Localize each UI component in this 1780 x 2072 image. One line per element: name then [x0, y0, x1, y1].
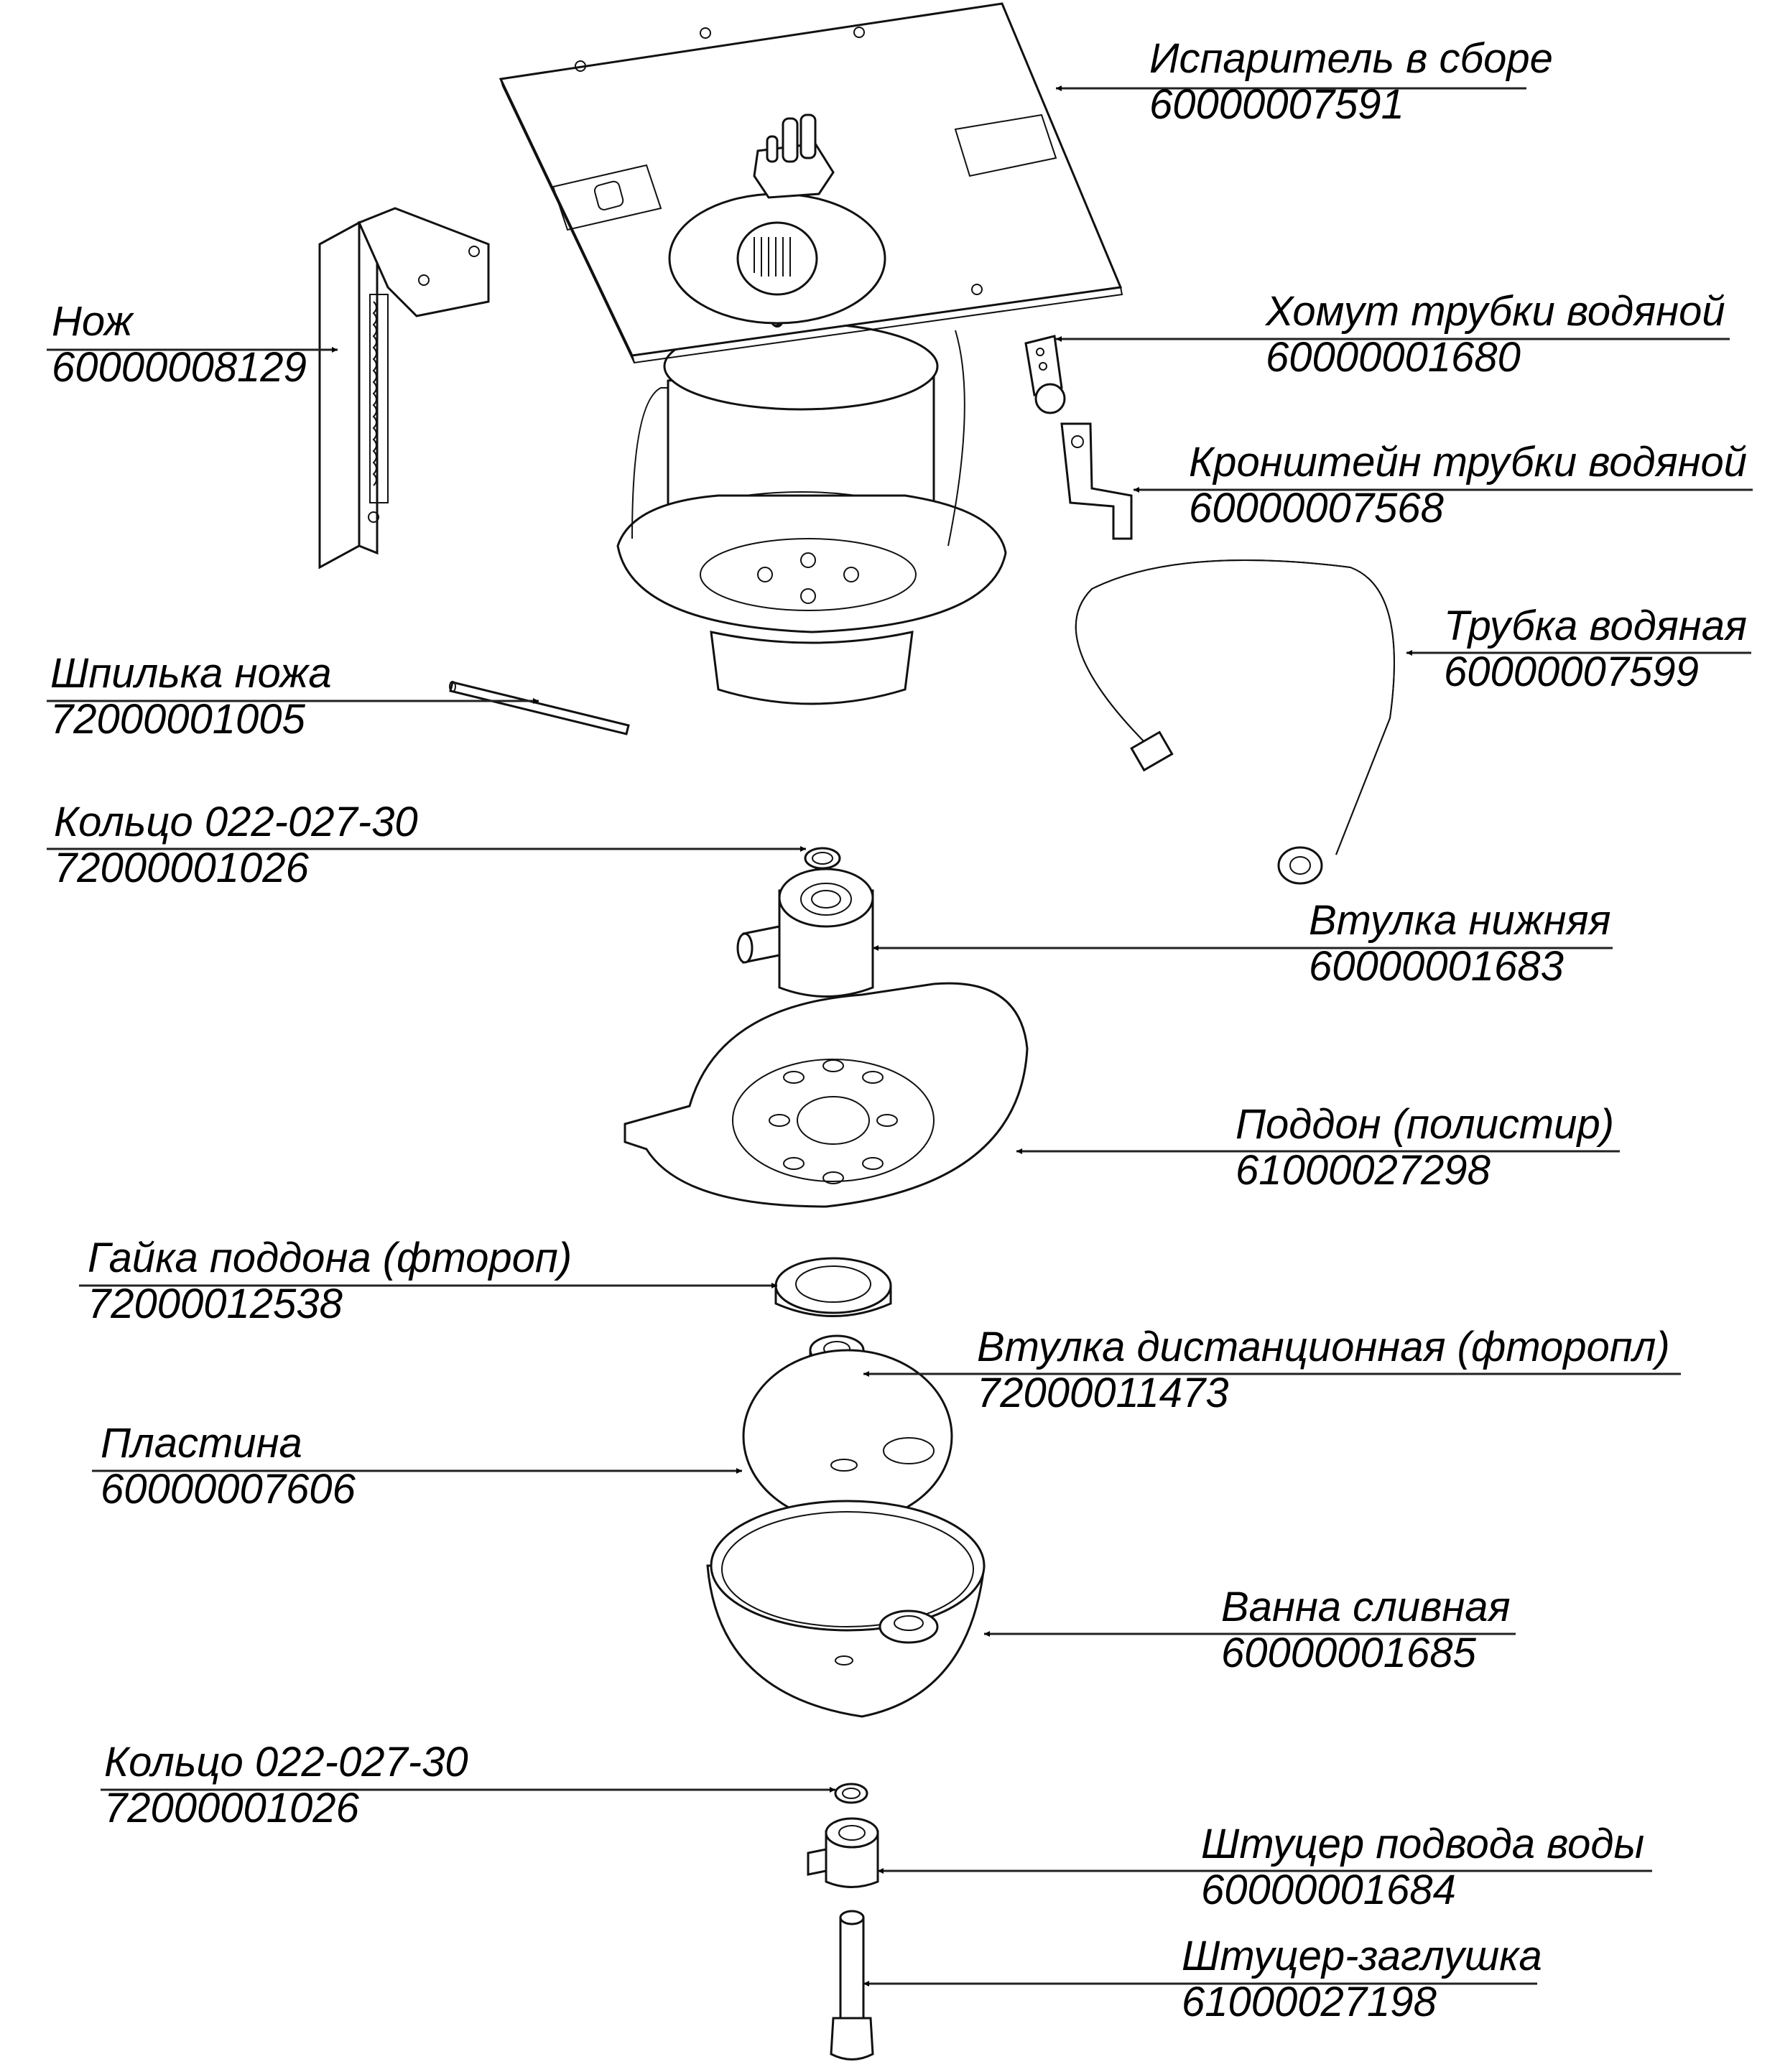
- part-code: 72000012538: [88, 1281, 343, 1327]
- callout-plate: Пластина 60000007606: [101, 1422, 356, 1511]
- part-code: 72000001005: [50, 696, 305, 743]
- o-ring-upper-part[interactable]: [804, 847, 841, 870]
- callout-water-inlet-fitting: Штуцер подвода воды 60000001684: [1201, 1823, 1644, 1912]
- evaporator-assembly-part[interactable]: [499, 2, 1123, 705]
- callout-evaporator-assembly: Испаритель в сборе 60000007591: [1149, 37, 1553, 126]
- water-tube-part[interactable]: [1075, 559, 1395, 885]
- part-name: Кольцо 022-027-30: [104, 1739, 468, 1785]
- part-code: 60000007591: [1149, 81, 1404, 128]
- callout-water-tube-bracket: Кронштейн трубки водяной 60000007568: [1189, 441, 1747, 530]
- callout-o-ring-upper: Кольцо 022-027-30 72000001026: [54, 801, 418, 890]
- callout-water-tube-clamp: Хомут трубки водяной 60000001680: [1266, 290, 1725, 379]
- part-name: Кольцо 022-027-30: [54, 799, 418, 845]
- callout-water-tube: Трубка водяная 60000007599: [1444, 605, 1747, 694]
- part-code: 60000007599: [1444, 649, 1699, 695]
- callout-o-ring-lower: Кольцо 022-027-30 72000001026: [104, 1741, 468, 1830]
- plug-fitting-part[interactable]: [830, 1910, 874, 2061]
- part-code: 60000001684: [1201, 1867, 1456, 1913]
- part-name: Трубка водяная: [1444, 603, 1747, 649]
- water-tube-clamp-part[interactable]: [1024, 335, 1066, 414]
- callout-tray: Поддон (полистир) 61000027298: [1236, 1103, 1614, 1192]
- leader-lines: [47, 85, 1753, 1987]
- tray-part[interactable]: [624, 982, 1029, 1208]
- part-code: 60000008129: [52, 344, 307, 391]
- part-name: Штуцер-заглушка: [1182, 1933, 1542, 1979]
- callout-drain-pan: Ванна сливная 60000001685: [1221, 1586, 1511, 1675]
- knife-pin-part[interactable]: [449, 681, 630, 735]
- part-name: Пластина: [101, 1420, 302, 1467]
- drain-pan-part[interactable]: [706, 1500, 986, 1718]
- knife-part[interactable]: [318, 207, 490, 570]
- water-inlet-fitting-part[interactable]: [807, 1817, 879, 1888]
- part-name: Втулка нижняя: [1309, 897, 1611, 944]
- callout-plug-fitting: Штуцер-заглушка 61000027198: [1182, 1935, 1542, 2024]
- callout-tray-nut: Гайка поддона (фтороп) 72000012538: [88, 1237, 572, 1326]
- callout-knife: Нож 60000008129: [52, 300, 307, 389]
- part-name: Поддон (полистир): [1236, 1101, 1615, 1148]
- part-code: 72000001026: [54, 845, 309, 891]
- part-code: 61000027198: [1182, 1979, 1437, 2025]
- part-code: 72000001026: [104, 1785, 359, 1831]
- part-code: 60000007568: [1189, 485, 1444, 531]
- part-name: Испаритель в сборе: [1149, 35, 1553, 82]
- part-name: Хомут трубки водяной: [1266, 288, 1725, 335]
- part-name: Втулка дистанционная (фторопл): [977, 1324, 1670, 1370]
- part-name: Шпилька ножа: [50, 650, 332, 697]
- part-code: 60000001683: [1309, 943, 1564, 990]
- part-name: Ванна сливная: [1221, 1584, 1511, 1630]
- plate-part[interactable]: [742, 1349, 953, 1524]
- callout-spacer-bushing: Втулка дистанционная (фторопл) 720000114…: [977, 1326, 1670, 1415]
- part-code: 72000011473: [977, 1370, 1229, 1416]
- part-name: Гайка поддона (фтороп): [88, 1235, 573, 1281]
- o-ring-lower-part[interactable]: [834, 1783, 868, 1804]
- tray-nut-part[interactable]: [774, 1257, 892, 1317]
- part-name: Штуцер подвода воды: [1201, 1821, 1645, 1867]
- part-code: 60000001680: [1266, 334, 1521, 381]
- part-code: 60000007606: [101, 1466, 356, 1513]
- callout-lower-bushing: Втулка нижняя 60000001683: [1309, 899, 1611, 988]
- part-name: Кронштейн трубки водяной: [1189, 439, 1747, 486]
- lower-bushing-part[interactable]: [736, 868, 874, 998]
- part-name: Нож: [52, 298, 133, 345]
- callout-knife-pin: Шпилька ножа 72000001005: [50, 652, 332, 741]
- part-code: 61000027298: [1236, 1147, 1491, 1194]
- water-tube-bracket-part[interactable]: [1060, 422, 1133, 540]
- part-code: 60000001685: [1221, 1630, 1476, 1676]
